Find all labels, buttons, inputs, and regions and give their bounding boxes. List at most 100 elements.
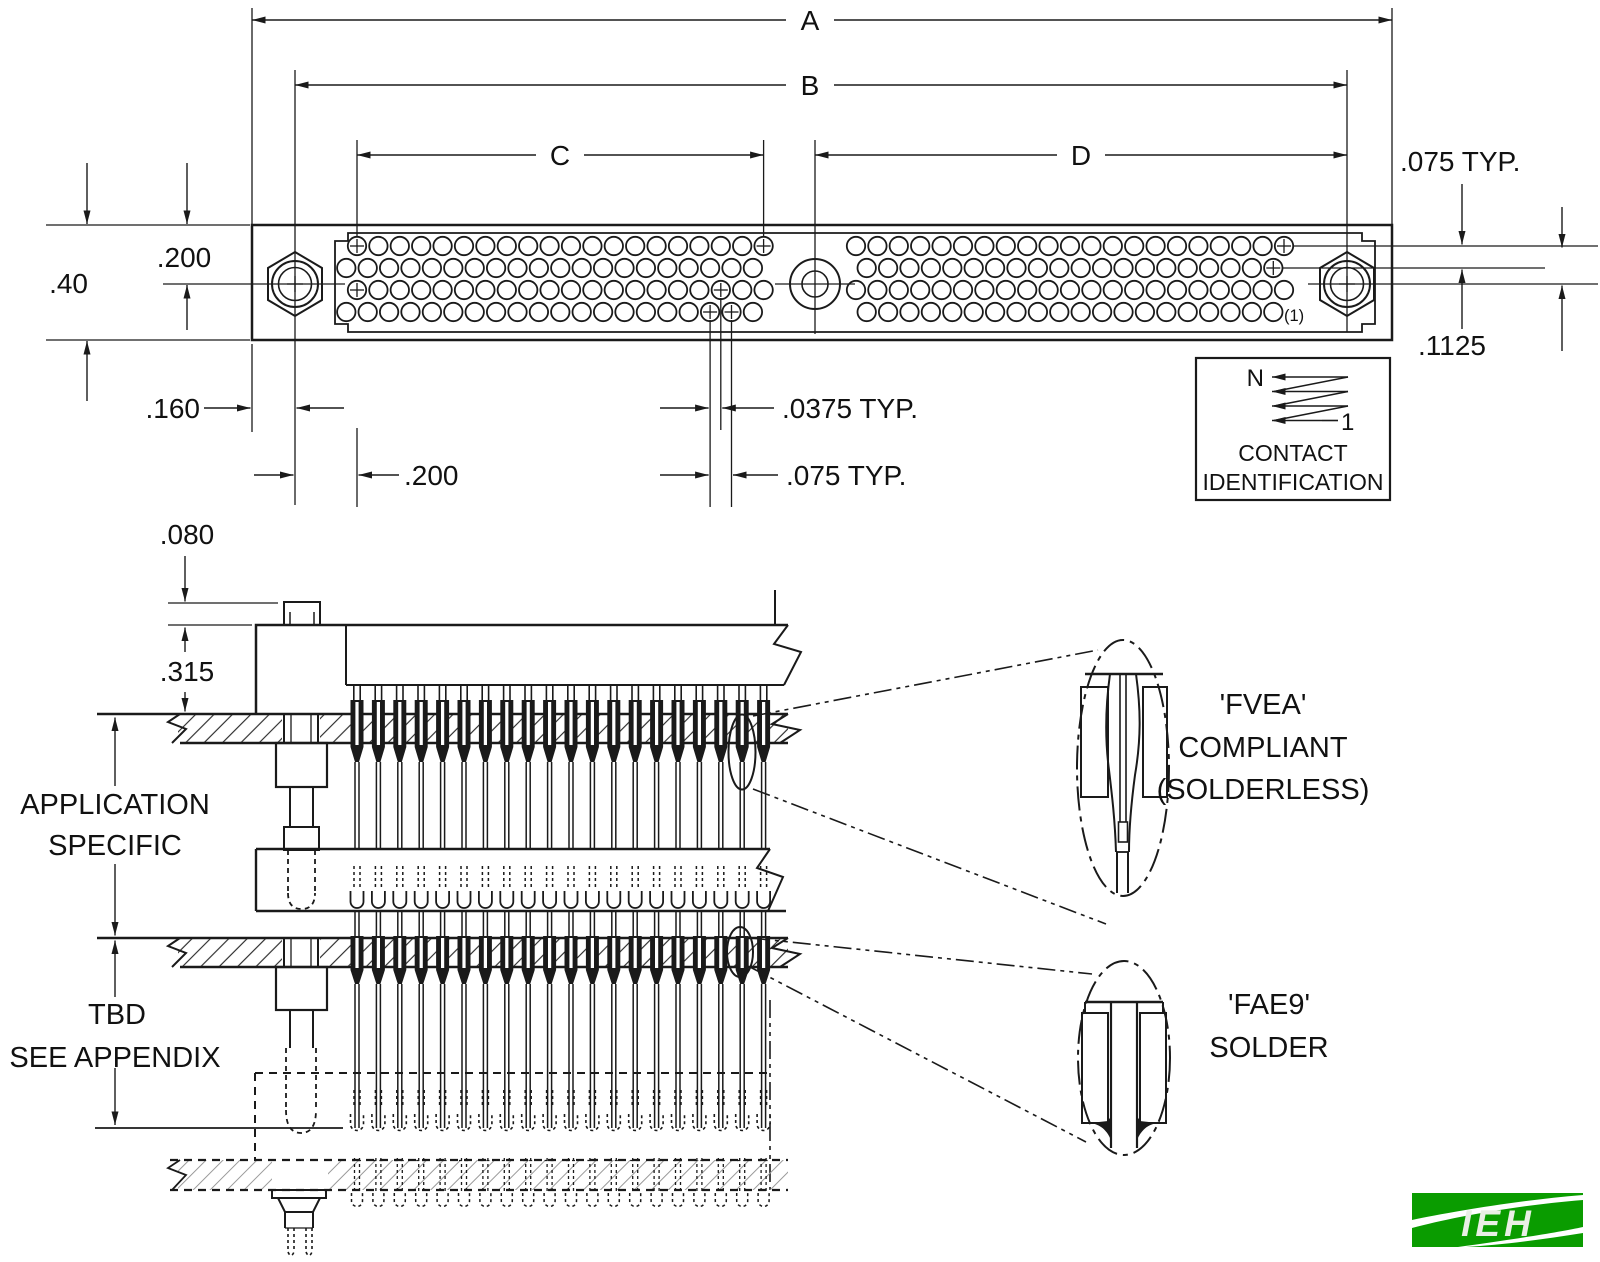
contact-hole: [877, 257, 899, 279]
contact-hole: [518, 235, 539, 257]
connector-housing: [254, 590, 803, 714]
contact-hole: [1081, 235, 1102, 257]
contact-pin: [520, 685, 536, 1208]
contact-hole: [1199, 257, 1220, 279]
dim-1125: .1125: [1418, 330, 1486, 361]
contact-hole: [453, 235, 475, 257]
contact-hole: [1220, 257, 1241, 279]
contact-id-line2: IDENTIFICATION: [1202, 469, 1383, 495]
side-view: .080 .315 APPLICATION SPECIFIC TBD SEE A…: [9, 519, 1370, 1257]
contact-hole: [378, 301, 400, 323]
contact-hole: [742, 257, 764, 279]
contact-hole: [1113, 301, 1134, 323]
company-logo: IEH: [1412, 1193, 1583, 1247]
dim-200-top: .200: [157, 242, 212, 273]
contact-hole: [1059, 235, 1081, 257]
logo-swoosh-top: [1412, 1195, 1583, 1228]
contact-hole: [856, 257, 877, 279]
contact-pin: [499, 685, 515, 1208]
contact-hole: [528, 301, 550, 323]
contact-hole: [1199, 301, 1220, 323]
contact-hole: [1049, 257, 1070, 279]
contact-hole: [539, 279, 560, 301]
contact-hole: [1027, 257, 1049, 279]
contact-hole: [995, 235, 1016, 257]
dim-075-typ-bottom: .075 TYP.: [786, 460, 906, 491]
contact-pin: [456, 685, 472, 1208]
contact-hole: [646, 279, 667, 301]
detail-leader-lines: [749, 649, 1107, 1143]
contact-hole: [1209, 279, 1230, 301]
label-solderless: (SOLDERLESS): [1157, 774, 1370, 806]
contact-hole: [453, 279, 475, 301]
contact-hole: [539, 235, 560, 257]
center-alignment-target: [775, 258, 855, 310]
contact-hole: [1209, 235, 1230, 257]
contact-hole: [475, 279, 496, 301]
dim-075-typ-right: .075 TYP.: [1400, 146, 1520, 177]
contact-pin: [734, 685, 750, 1208]
contact-hole: [710, 279, 731, 301]
dim-D: D: [1071, 140, 1091, 171]
contact-pin-field: [349, 685, 771, 1208]
left-hex-standoff: [267, 250, 323, 318]
contact-pin: [349, 685, 365, 1208]
connector-body-outline: [250, 223, 1394, 342]
contact-hole: [518, 279, 539, 301]
contact-hole: [1038, 279, 1059, 301]
contact-hole: [571, 257, 592, 279]
contact-hole: [867, 279, 888, 301]
dim-080: .080: [160, 519, 215, 550]
contact-hole: [1252, 235, 1273, 257]
contact-hole: [336, 257, 357, 279]
contact-hole: [963, 301, 984, 323]
contact-hole: [1102, 235, 1123, 257]
contact-hole: [635, 301, 657, 323]
contact-hole: [464, 257, 485, 279]
right-hex-standoff: [1319, 250, 1375, 318]
contact-hole: [1241, 301, 1263, 323]
contact-hole: [856, 301, 877, 323]
dim-315: .315: [160, 656, 215, 687]
contact-hole: [1220, 301, 1241, 323]
contact-hole: [1017, 235, 1038, 257]
contact-hole: [646, 235, 667, 257]
contact-pin: [478, 685, 493, 1208]
contact-hole: [877, 301, 899, 323]
contact-hole: [346, 279, 368, 301]
contact-hole: [984, 301, 1006, 323]
contact-hole: [1252, 279, 1273, 301]
logo-text: IEH: [1461, 1203, 1535, 1244]
contact-hole: [1113, 257, 1134, 279]
contact-hole: [920, 257, 942, 279]
contact-hole: [1177, 257, 1198, 279]
contact-hole: [1070, 257, 1091, 279]
contact-hole: [995, 279, 1016, 301]
contact-hole: [942, 257, 963, 279]
contact-hole: [443, 257, 464, 279]
contact-hole: [657, 257, 678, 279]
contact-hole: [1231, 235, 1252, 257]
contact-hole: [485, 301, 507, 323]
contact-hole: [742, 301, 764, 323]
contact-hole: [1027, 301, 1049, 323]
label-see-appendix: SEE APPENDIX: [9, 1042, 220, 1074]
contact-hole: [582, 279, 603, 301]
contact-hole: [667, 279, 689, 301]
contact-hole: [625, 235, 646, 257]
contact-shroud-outline: [334, 232, 1376, 333]
dim-40: .40: [49, 268, 88, 299]
contact-pin: [392, 685, 408, 1208]
contact-pin: [692, 685, 707, 1208]
detail-balloon-fvea: [727, 713, 757, 791]
side-dimension-lines: [95, 556, 343, 1129]
contact-hole: [667, 235, 689, 257]
contact-identification-box: N 1 CONTACT IDENTIFICATION: [1194, 356, 1392, 502]
label-specific: SPECIFIC: [48, 830, 182, 862]
contact-hole: [867, 235, 888, 257]
contact-hole: [952, 279, 974, 301]
contact-hole: [1038, 235, 1059, 257]
contact-hole: [888, 279, 909, 301]
contact-hole: [678, 301, 699, 323]
